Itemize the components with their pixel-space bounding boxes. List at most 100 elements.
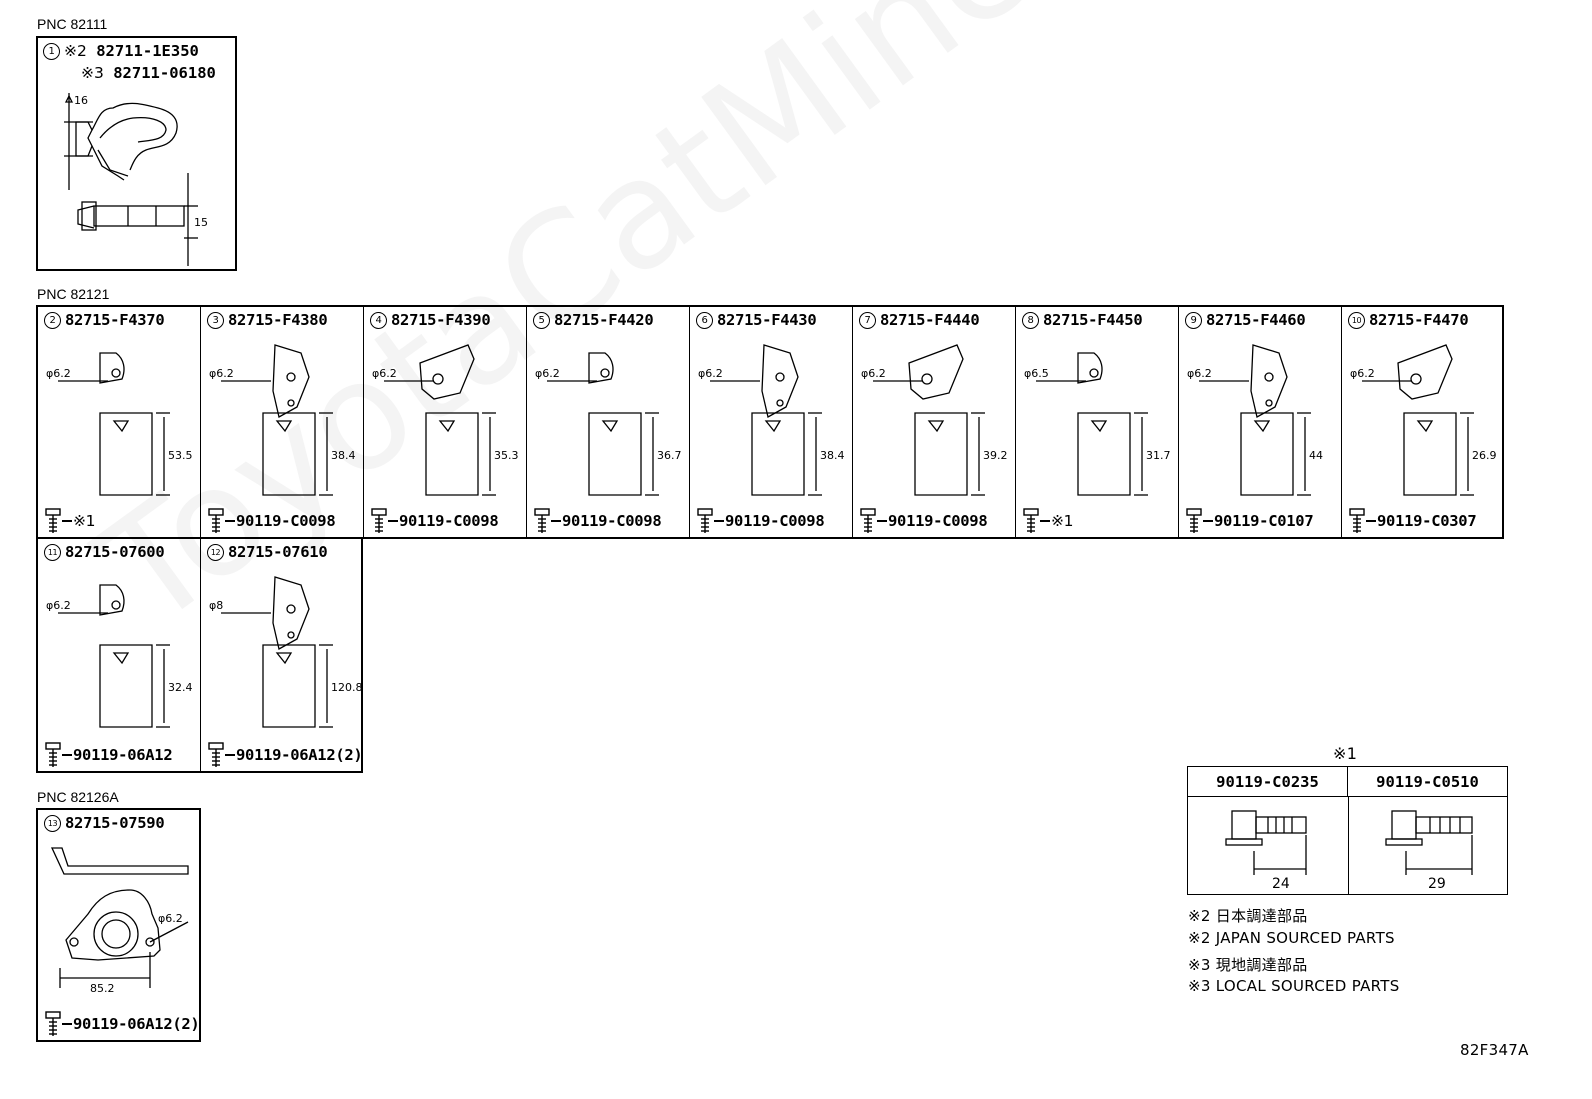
bolt-part-number[interactable]: 90119-C0107: [1214, 512, 1314, 530]
ref-col-part[interactable]: 90119-C0510: [1348, 767, 1507, 797]
bracket-drawing: φ6.226.9: [1350, 344, 1497, 496]
section-label-82111: PNC 82111: [37, 16, 108, 32]
svg-text:φ6.2: φ6.2: [1350, 367, 1375, 380]
bracket-drawing: φ6.2 39.2: [861, 344, 1008, 496]
part-number[interactable]: 82715-F4450: [1043, 311, 1143, 329]
bolt-part-number[interactable]: ※1: [73, 512, 96, 530]
bracket-drawing: φ6.232.4: [46, 584, 193, 728]
part-number[interactable]: 82715-F4460: [1206, 311, 1306, 329]
bolt-icon: [860, 508, 876, 533]
bolt-part-number[interactable]: 90119-06A12: [73, 746, 173, 764]
part-number[interactable]: 82715-F4370: [65, 311, 165, 329]
bolt-callout: 90119-06A12(2): [44, 1010, 200, 1038]
ref-table-title: ※1: [1333, 744, 1358, 763]
bolt-part-number[interactable]: 90119-06A12(2): [236, 746, 363, 764]
part-number[interactable]: 82711-1E350: [96, 42, 199, 60]
part-number-circle: 2: [44, 312, 61, 329]
bolt-icon: [697, 508, 713, 533]
part-number-circle: 9: [1185, 312, 1202, 329]
svg-text:39.2: 39.2: [983, 449, 1008, 462]
bracket-drawing: φ6.253.5: [46, 352, 193, 496]
part-number[interactable]: 82715-F4440: [880, 311, 980, 329]
bolt-part-number[interactable]: ※1: [1051, 512, 1074, 530]
bolt-callout: 90119-C0107: [1185, 507, 1314, 535]
svg-text:38.4: 38.4: [331, 449, 356, 462]
section-label-82121: PNC 82121: [37, 286, 110, 302]
note-japan-jp: ※2 日本調達部品: [1188, 907, 1308, 925]
bolt-part-number[interactable]: 90119-C0307: [1377, 512, 1477, 530]
svg-text:φ6.2: φ6.2: [158, 912, 183, 925]
ref-col-part[interactable]: 90119-C0235: [1188, 767, 1348, 797]
bolt-callout: 90119-C0098: [696, 507, 825, 535]
bolt-callout: 90119-06A12(2): [207, 741, 363, 769]
part-number[interactable]: 82715-07610: [228, 543, 328, 561]
bolt-icon: [208, 508, 224, 533]
clip-drawing: 16 15: [64, 93, 208, 266]
bolt-icon: [1186, 508, 1202, 533]
plate-drawing: φ6.2 85.2: [50, 847, 189, 995]
part-number-circle: 12: [207, 544, 224, 561]
svg-text:31.7: 31.7: [1146, 449, 1171, 462]
part-number[interactable]: 82715-F4430: [717, 311, 817, 329]
bolt-icon: [534, 508, 550, 533]
note-local-en: ※3 LOCAL SOURCED PARTS: [1188, 977, 1400, 995]
part-number[interactable]: 82715-07590: [65, 814, 165, 832]
bolt-icon: [45, 1011, 61, 1036]
svg-text:φ8: φ8: [209, 599, 223, 612]
bolt-part-number[interactable]: 90119-06A12(2): [73, 1015, 200, 1033]
bracket-drawing: φ6.235.3: [372, 344, 519, 496]
svg-text:φ6.2: φ6.2: [372, 367, 397, 380]
bolt-part-number[interactable]: 90119-C0098: [562, 512, 662, 530]
part-number-circle: 13: [44, 815, 61, 832]
svg-text:32.4: 32.4: [168, 681, 193, 694]
part-number[interactable]: 82715-F4470: [1369, 311, 1469, 329]
bolt-part-number[interactable]: 90119-C0098: [399, 512, 499, 530]
svg-text:36.7: 36.7: [657, 449, 682, 462]
part-number-circle: 6: [696, 312, 713, 329]
svg-text:29: 29: [1428, 876, 1446, 892]
bolt-callout: ※1: [44, 507, 96, 535]
bolt-icon: [1023, 508, 1039, 533]
part-number[interactable]: 82715-F4420: [554, 311, 654, 329]
part-number[interactable]: 82715-07600: [65, 543, 165, 561]
part-number-circle: 4: [370, 312, 387, 329]
bolt-icon: [1349, 508, 1365, 533]
part-number[interactable]: 82715-F4380: [228, 311, 328, 329]
part1-header: 1※2 82711-1E350 ※3 82711-06180: [43, 40, 216, 84]
bolt-part-number[interactable]: 90119-C0098: [725, 512, 825, 530]
bolt-icon: [45, 742, 61, 767]
bracket-drawing: φ6.531.7: [1024, 352, 1171, 496]
bolt-reference-table: 90119-C0235 90119-C0510 24 29: [1187, 766, 1508, 895]
diagram-code: 82F347A: [1460, 1041, 1529, 1059]
part-number[interactable]: 82715-F4390: [391, 311, 491, 329]
svg-text:15: 15: [194, 216, 208, 229]
part-number[interactable]: 82711-06180: [113, 64, 216, 82]
part-number-circle: 10: [1348, 312, 1365, 329]
svg-text:38.4: 38.4: [820, 449, 845, 462]
svg-text:120.8: 120.8: [331, 681, 363, 694]
svg-text:φ6.2: φ6.2: [46, 367, 71, 380]
bolt-part-number[interactable]: 90119-C0098: [888, 512, 988, 530]
note-japan-en: ※2 JAPAN SOURCED PARTS: [1188, 929, 1395, 947]
svg-text:φ6.2: φ6.2: [861, 367, 886, 380]
bolt-part-number[interactable]: 90119-C0098: [236, 512, 336, 530]
section-label-82126a: PNC 82126A: [37, 789, 119, 805]
